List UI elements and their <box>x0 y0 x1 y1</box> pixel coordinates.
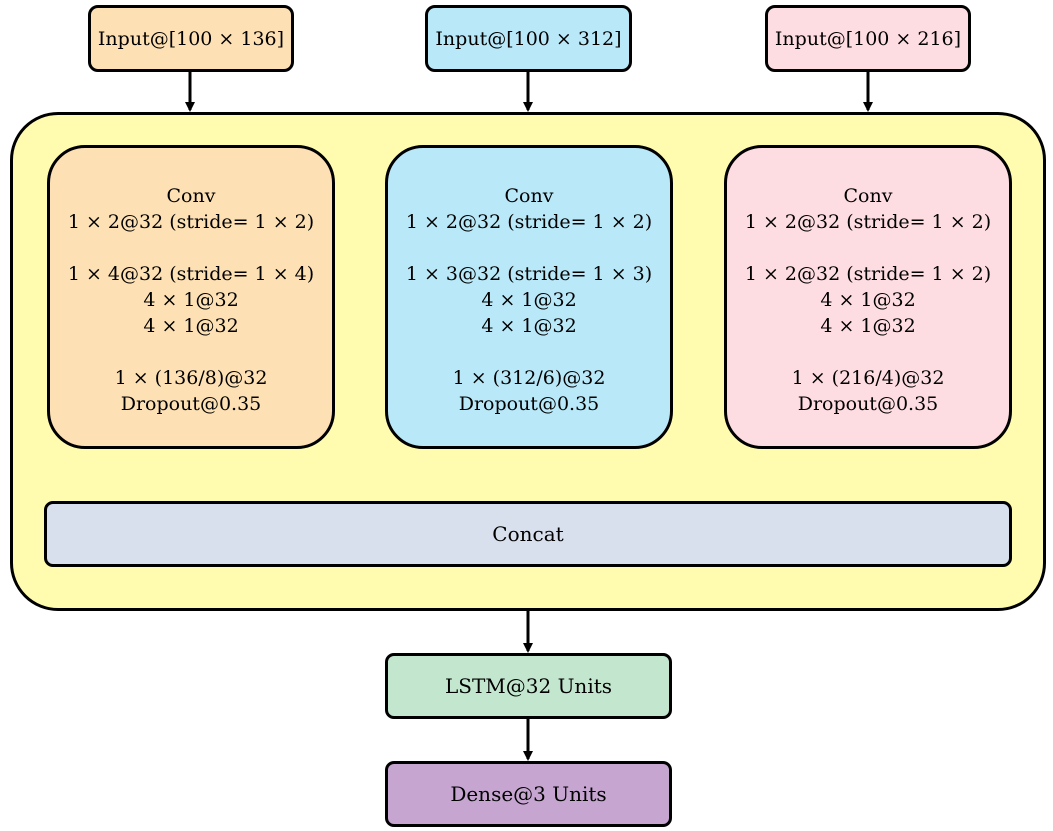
conv-layer: 1 × 4@32 (stride= 1 × 4) <box>67 263 315 285</box>
conv-layer: 1 × (312/6)@32 <box>452 367 606 389</box>
conv-layer: 1 × (216/4)@32 <box>791 367 945 389</box>
conv-layer: 1 × 2@32 (stride= 1 × 2) <box>744 263 992 285</box>
lstm-label: LSTM@32 Units <box>444 674 613 698</box>
dense-label: Dense@3 Units <box>450 782 607 806</box>
input-node-1: Input@[100 × 136] <box>88 5 294 72</box>
input-node-3: Input@[100 × 216] <box>765 5 971 72</box>
conv-layer: 1 × 3@32 (stride= 1 × 3) <box>405 263 653 285</box>
conv-layer: 1 × 2@32 (stride= 1 × 2) <box>405 211 653 233</box>
conv-layer: 1 × (136/8)@32 <box>114 367 268 389</box>
conv-layer: 1 × 2@32 (stride= 1 × 2) <box>67 211 315 233</box>
conv-branch-3: Conv 1 × 2@32 (stride= 1 × 2) 1 × 2@32 (… <box>724 145 1012 449</box>
conv-title: Conv <box>843 185 893 207</box>
input-node-2: Input@[100 × 312] <box>425 5 632 72</box>
dropout-label: Dropout@0.35 <box>797 393 939 415</box>
input-label: Input@[100 × 136] <box>97 27 285 50</box>
input-label: Input@[100 × 216] <box>774 27 962 50</box>
conv-layer: 4 × 1@32 <box>820 289 916 311</box>
conv-layer: 1 × 2@32 (stride= 1 × 2) <box>744 211 992 233</box>
conv-layer: 4 × 1@32 <box>481 289 577 311</box>
conv-layer: 4 × 1@32 <box>143 315 239 337</box>
conv-layer: 4 × 1@32 <box>481 315 577 337</box>
dropout-label: Dropout@0.35 <box>458 393 600 415</box>
dropout-label: Dropout@0.35 <box>120 393 262 415</box>
conv-title: Conv <box>504 185 554 207</box>
lstm-node: LSTM@32 Units <box>385 653 672 719</box>
concat-node: Concat <box>44 501 1012 567</box>
dense-node: Dense@3 Units <box>385 761 672 827</box>
concat-label: Concat <box>492 522 564 546</box>
conv-branch-2: Conv 1 × 2@32 (stride= 1 × 2) 1 × 3@32 (… <box>385 145 673 449</box>
conv-title: Conv <box>166 185 216 207</box>
input-label: Input@[100 × 312] <box>435 27 622 50</box>
conv-layer: 4 × 1@32 <box>820 315 916 337</box>
conv-layer: 4 × 1@32 <box>143 289 239 311</box>
conv-branch-1: Conv 1 × 2@32 (stride= 1 × 2) 1 × 4@32 (… <box>47 145 335 449</box>
